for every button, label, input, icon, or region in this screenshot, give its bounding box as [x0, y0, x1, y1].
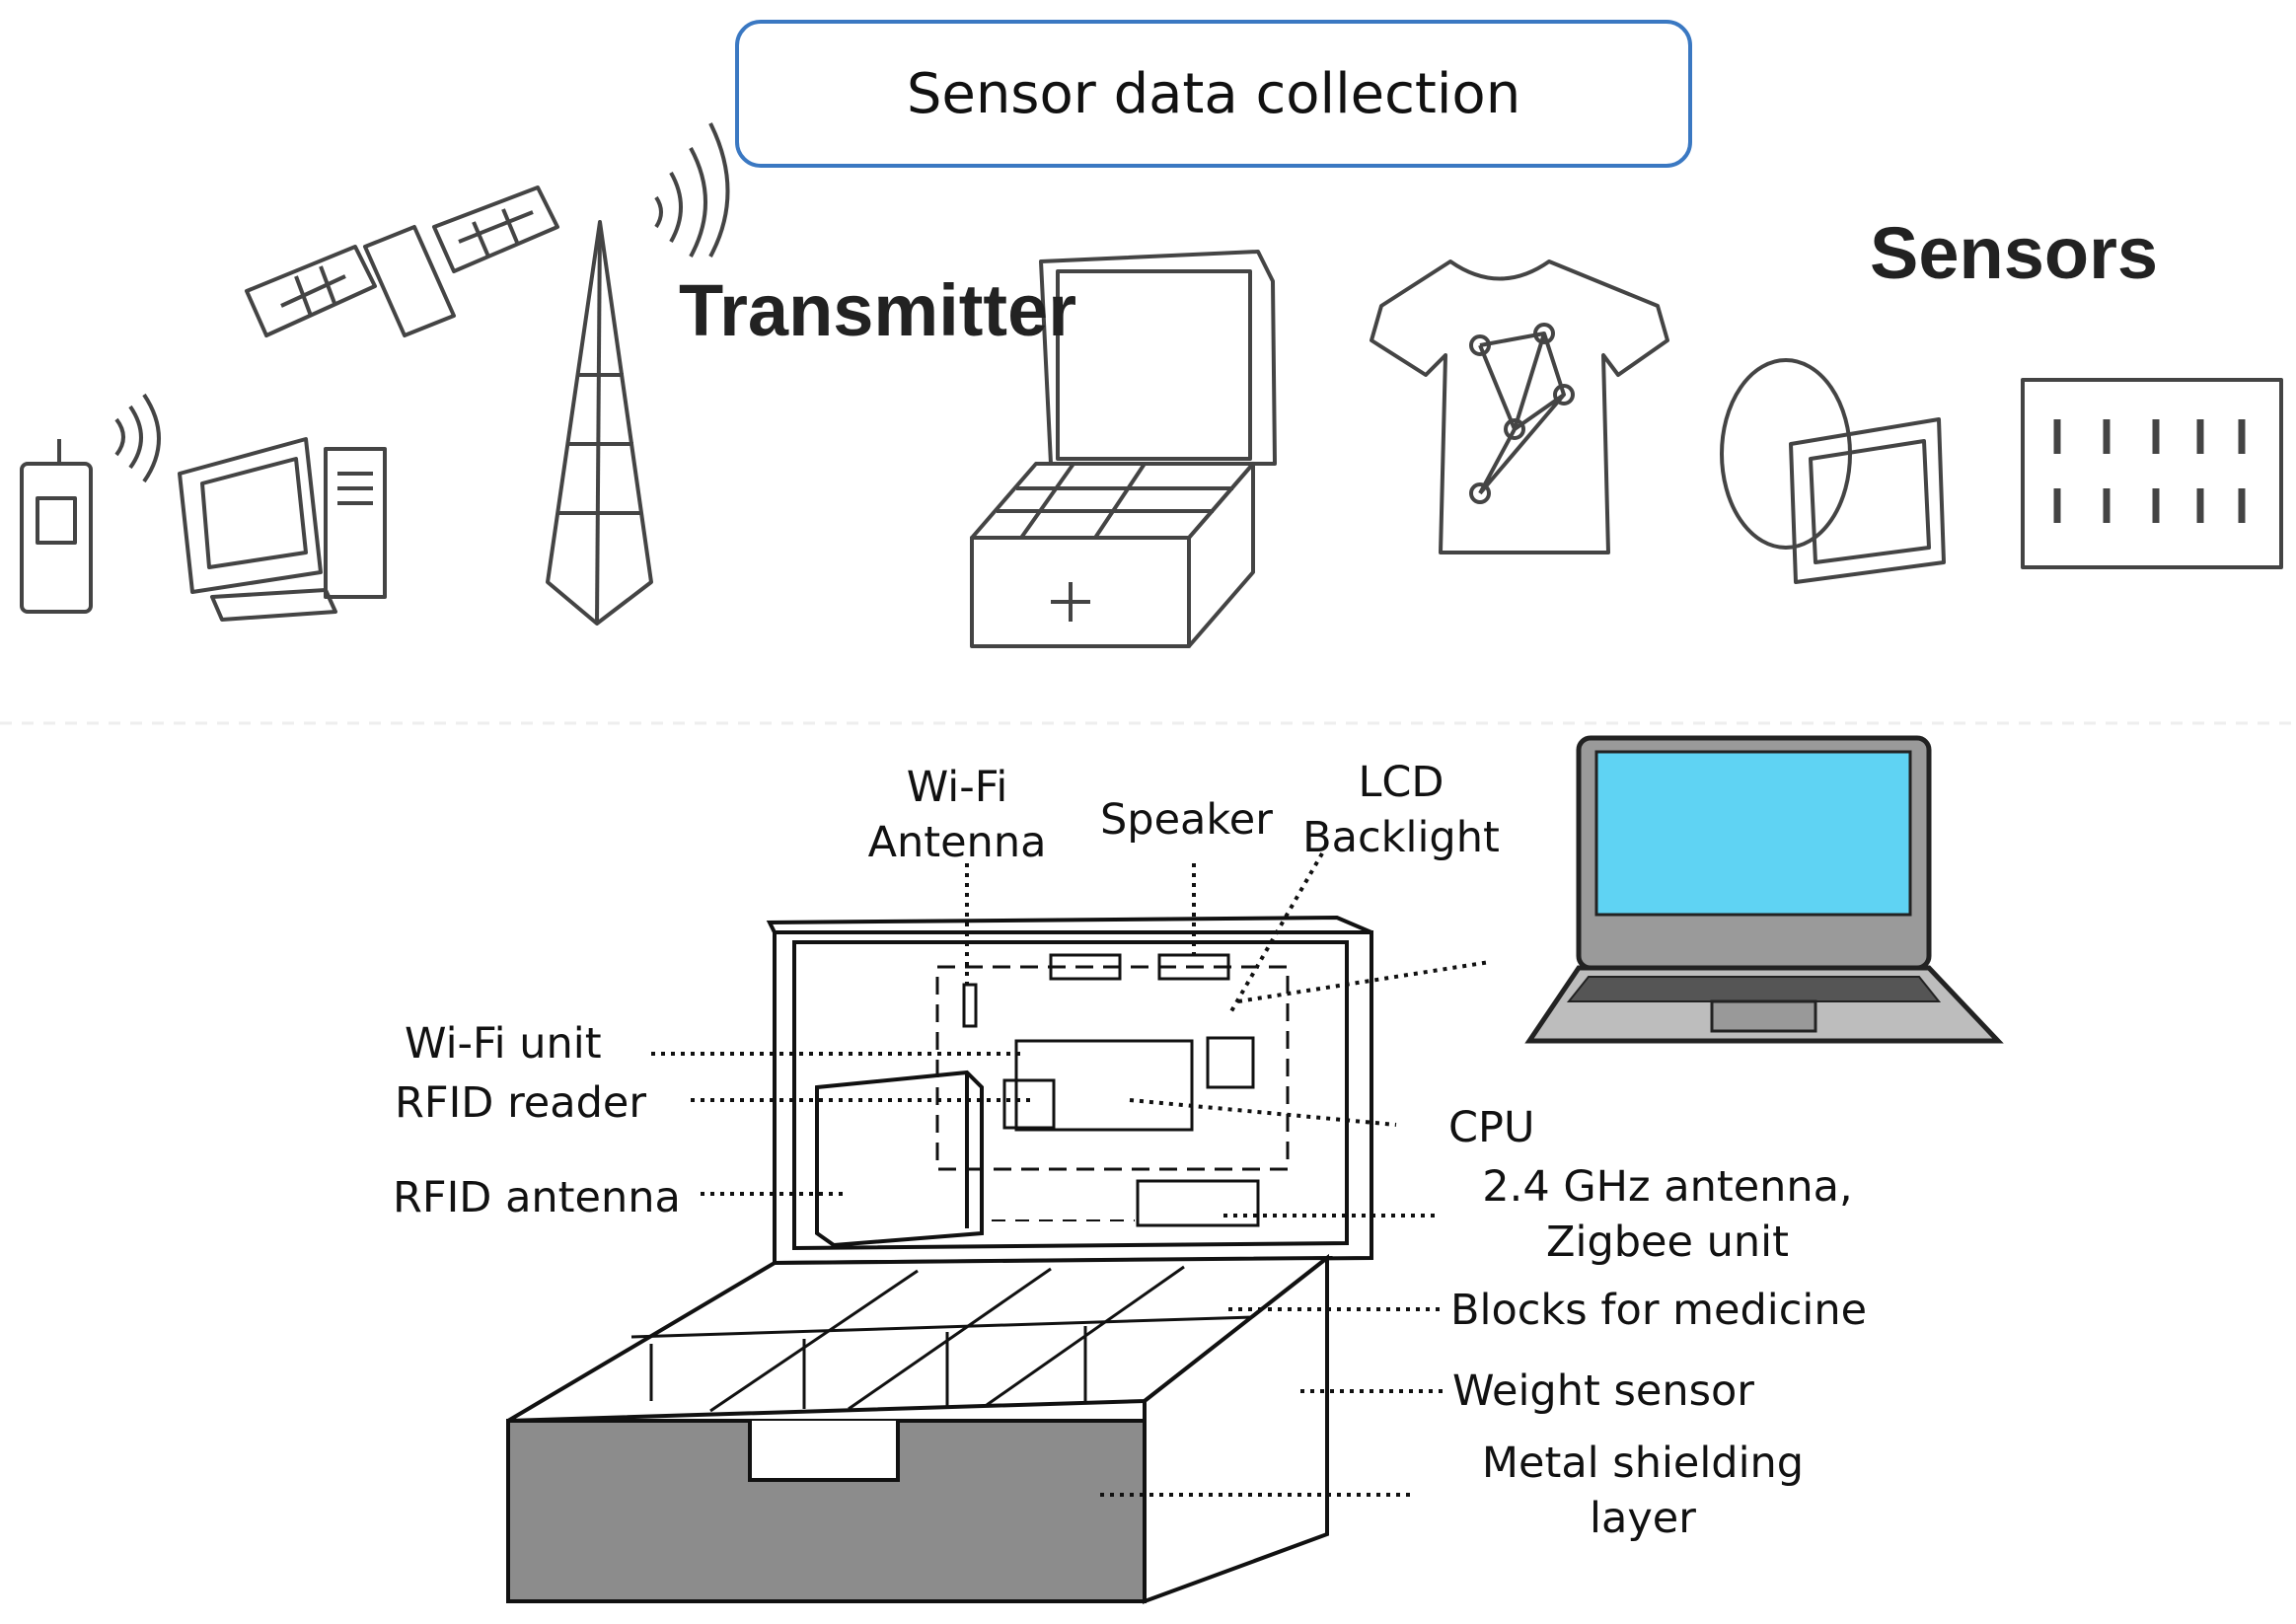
- sensor-array-icon: [2021, 378, 2283, 569]
- mobile-phone-icon: [20, 393, 161, 614]
- medicine-box-icon: [970, 250, 1277, 648]
- zigbee-label-line2: Zigbee unit: [1546, 1218, 1789, 1267]
- leader-lines: [651, 852, 1491, 1497]
- satellite-icon: [245, 185, 559, 337]
- wifi-antenna-label: Wi-Fi Antenna: [858, 760, 1056, 870]
- transmitter-label: Transmitter: [679, 269, 1077, 351]
- smart-medicine-cabinet: [506, 915, 1373, 1604]
- metal-shielding-label: Metal shielding layer: [1445, 1436, 1840, 1546]
- metal-label-line2: layer: [1590, 1494, 1696, 1543]
- lcd-backlight-label: LCD Backlight: [1297, 755, 1505, 865]
- metal-label-line1: Metal shielding: [1481, 1439, 1805, 1488]
- lcd-label-line1: LCD: [1358, 758, 1444, 807]
- zigbee-label-line1: 2.4 GHz antenna,: [1482, 1162, 1853, 1212]
- weight-sensor-label: Weight sensor: [1452, 1366, 1754, 1416]
- wifi-unit-label: Wi-Fi unit: [405, 1019, 602, 1069]
- transmission-tower-icon: [546, 122, 730, 626]
- rfid-reader-label: RFID reader: [395, 1078, 647, 1128]
- laptop-icon: [1524, 735, 2004, 1044]
- wifi-antenna-label-line1: Wi-Fi: [906, 763, 1008, 812]
- smart-shirt-icon: [1370, 259, 1669, 554]
- wifi-antenna-label-line2: Antenna: [867, 818, 1047, 867]
- wrist-sensor-icon: [1720, 358, 1946, 584]
- desktop-computer-icon: [178, 437, 387, 622]
- zigbee-label: 2.4 GHz antenna, Zigbee unit: [1450, 1159, 1885, 1270]
- title-box: Sensor data collection: [735, 20, 1692, 168]
- speaker-label: Speaker: [1100, 795, 1273, 845]
- sensors-label: Sensors: [1870, 212, 2159, 294]
- lcd-label-line2: Backlight: [1302, 813, 1500, 862]
- rfid-antenna-label: RFID antenna: [393, 1173, 681, 1222]
- diagram-title: Sensor data collection: [906, 61, 1521, 126]
- blocks-for-medicine-label: Blocks for medicine: [1450, 1286, 1868, 1335]
- cpu-label: CPU: [1448, 1103, 1535, 1152]
